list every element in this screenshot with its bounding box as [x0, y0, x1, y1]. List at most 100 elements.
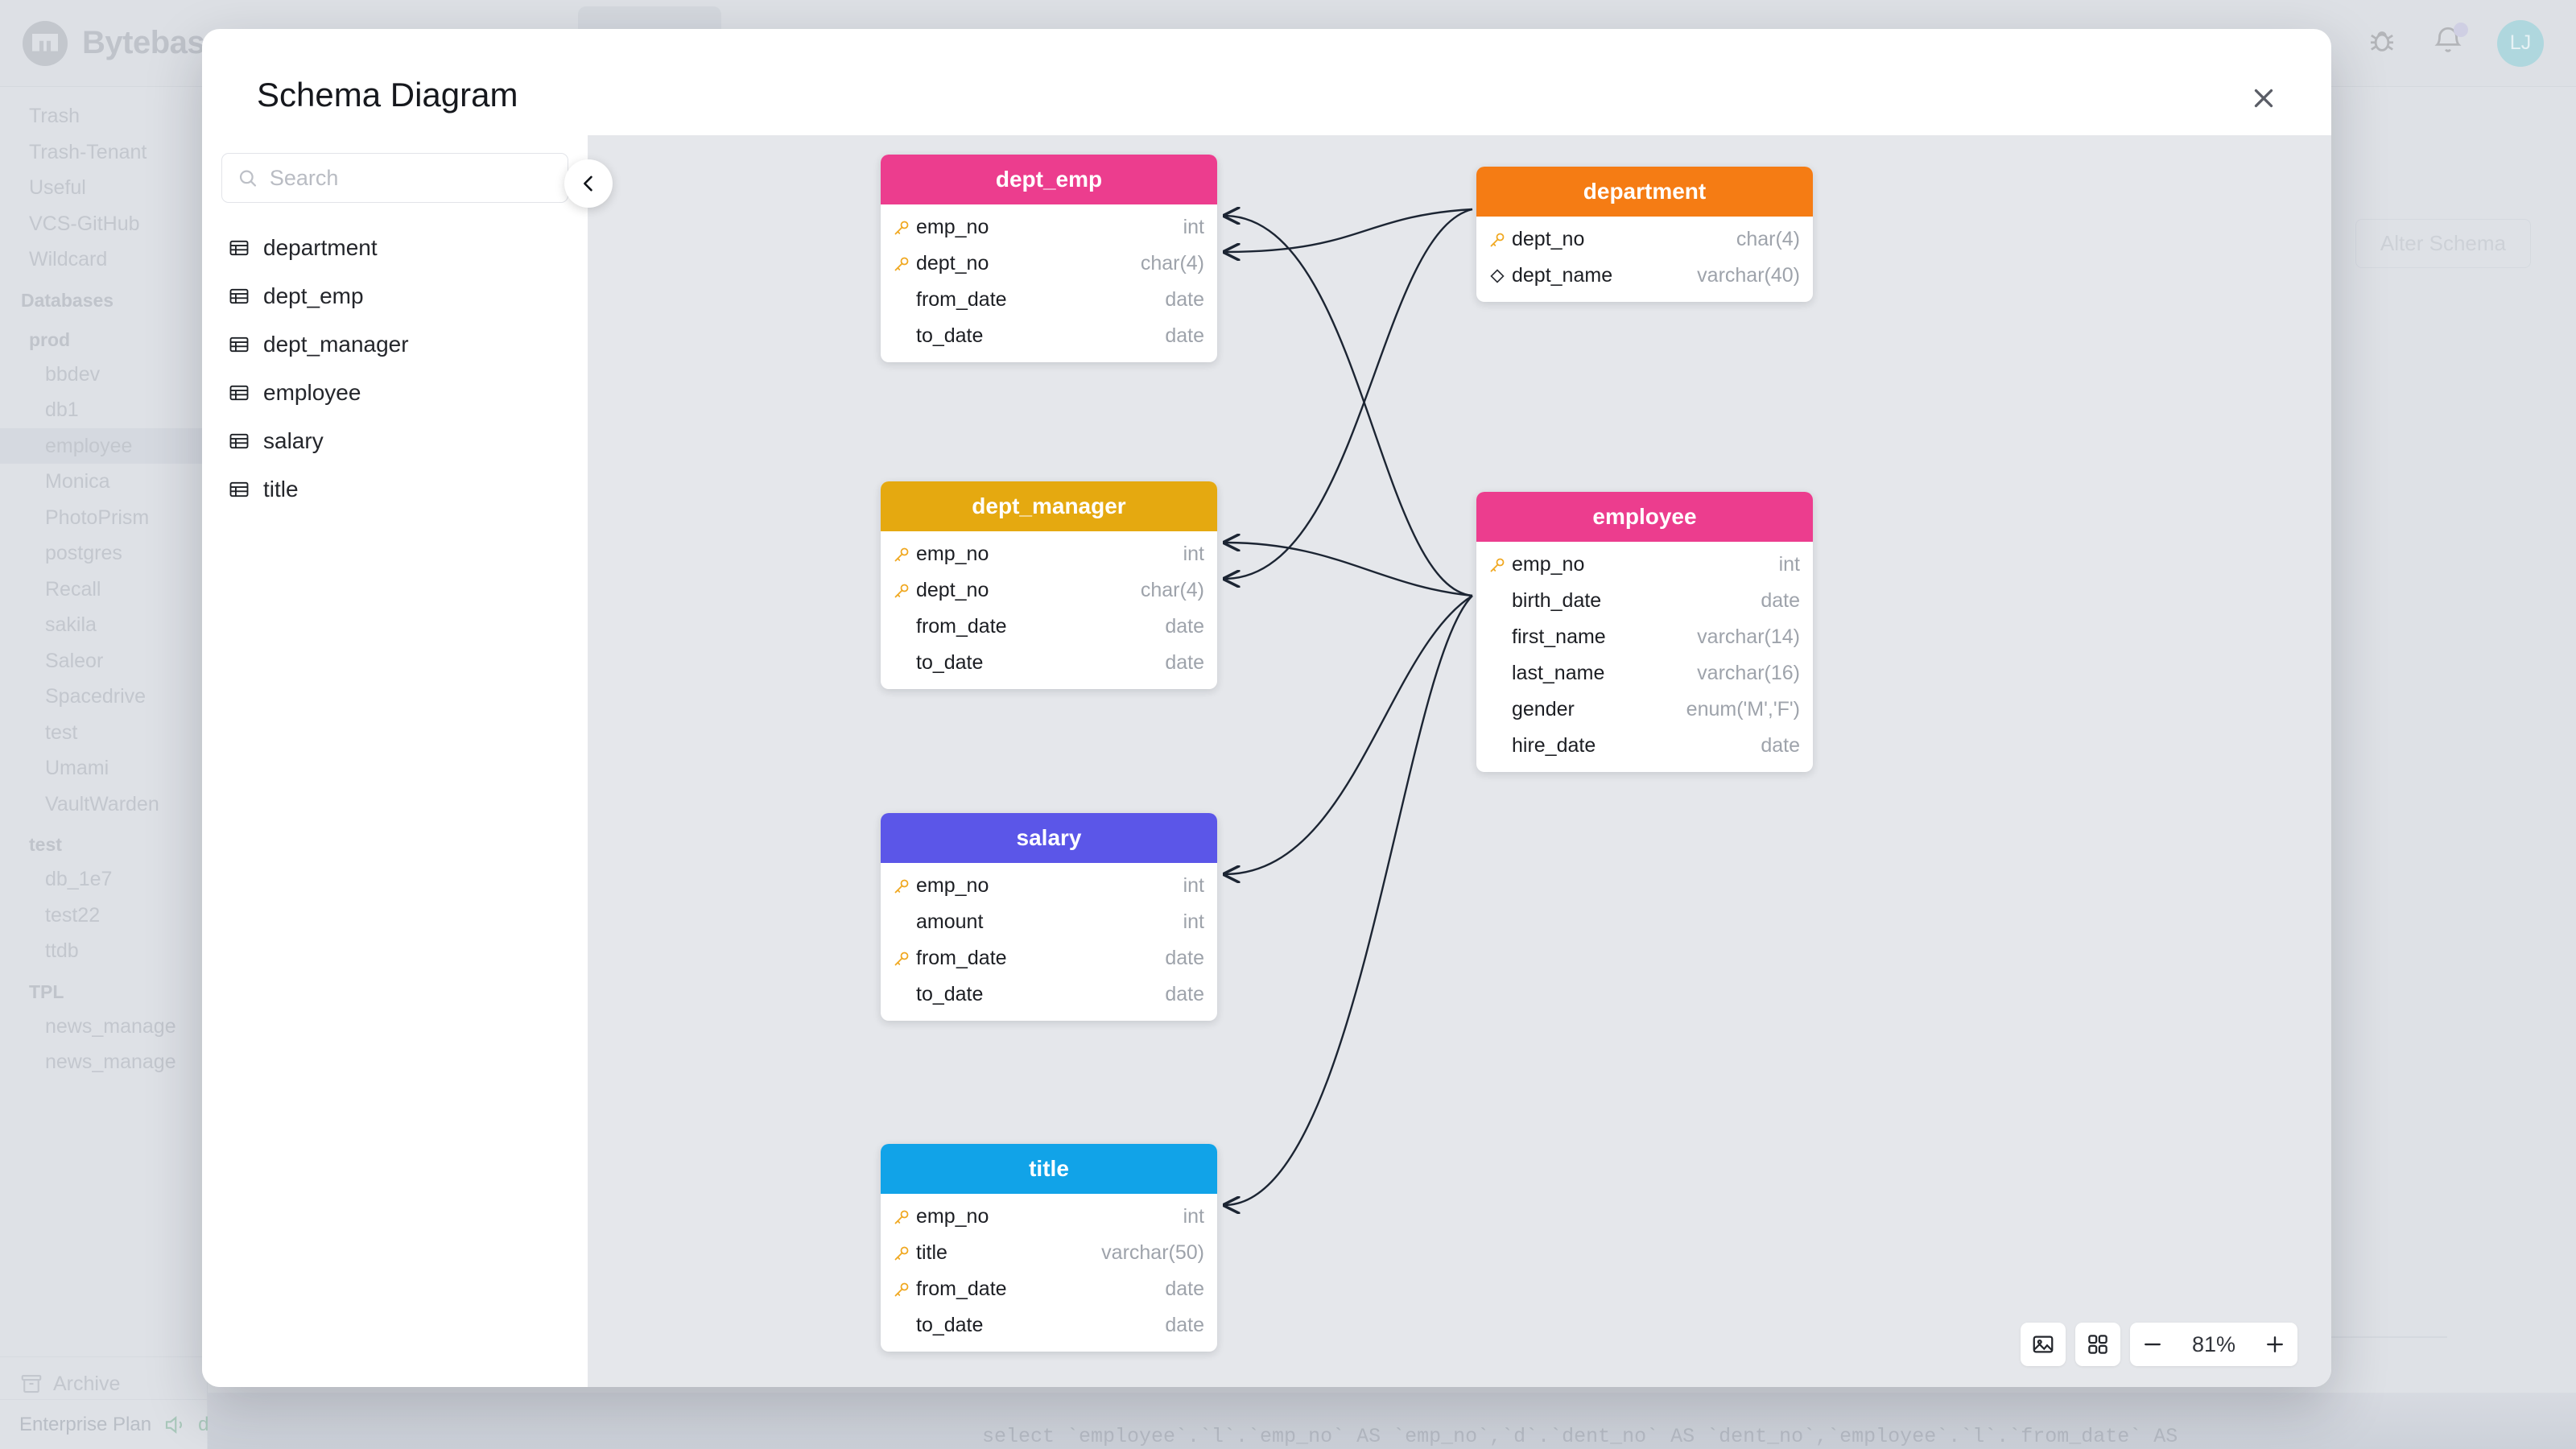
column-type: date [1761, 589, 1800, 612]
bug-icon[interactable] [2365, 24, 2399, 62]
collapse-panel-button[interactable] [564, 159, 613, 208]
sidebar-item-photoprism[interactable]: PhotoPrism [45, 506, 150, 529]
zoom-in-button[interactable] [2252, 1323, 2297, 1366]
column-type: date [1165, 1278, 1204, 1300]
column-type: char(4) [1140, 252, 1204, 275]
column-type: char(4) [1736, 228, 1800, 250]
sidebar-item-archive[interactable]: Archive [0, 1356, 208, 1396]
sidebar-item-monica[interactable]: Monica [45, 470, 110, 493]
search-input[interactable] [269, 165, 553, 191]
table-list-item-salary[interactable]: salary [221, 417, 568, 465]
key-icon [1488, 555, 1512, 575]
sidebar-item-postgres[interactable]: postgres [45, 542, 122, 565]
plan-label: Enterprise Plan [19, 1413, 152, 1435]
sidebar-item-ttdb[interactable]: ttdb [45, 939, 79, 963]
sidebar-item-vaultwarden[interactable]: VaultWarden [45, 792, 159, 815]
sidebar-item-test[interactable]: test [45, 720, 78, 744]
column-type: date [1165, 324, 1204, 347]
table-list-item-dept_manager[interactable]: dept_manager [221, 320, 568, 369]
table-list-item-label: employee [263, 380, 361, 405]
sidebar-item-db-1e7[interactable]: db_1e7 [45, 868, 113, 891]
alter-schema-button[interactable]: Alter Schema [2355, 219, 2531, 268]
close-icon[interactable] [2238, 72, 2289, 124]
bytebase-logo-icon [23, 20, 68, 66]
export-image-button[interactable] [2021, 1323, 2066, 1366]
table-list-item-dept_emp[interactable]: dept_emp [221, 272, 568, 320]
sidebar-item-sakila[interactable]: sakila [45, 613, 97, 637]
auto-layout-button[interactable] [2075, 1323, 2120, 1366]
table-list-item-employee[interactable]: employee [221, 369, 568, 417]
sidebar-item-spacedrive[interactable]: Spacedrive [45, 685, 147, 708]
sidebar-item-employee[interactable]: employee [0, 427, 207, 464]
table-list-item-title[interactable]: title [221, 465, 568, 514]
relationship-edge [1224, 543, 1473, 597]
sidebar-item-bbdev[interactable]: bbdev [45, 362, 101, 386]
column-name: from_date [916, 288, 1007, 311]
column-row[interactable]: to_date date [881, 318, 1217, 354]
relationship-edge [1224, 208, 1473, 579]
table-icon [229, 481, 249, 497]
sidebar-item-useful[interactable]: Useful [29, 176, 86, 199]
sql-preview-band [208, 1393, 2576, 1449]
sidebar-item-trash-tenant[interactable]: Trash-Tenant [29, 140, 147, 163]
sidebar-item-recall[interactable]: Recall [45, 577, 101, 601]
sidebar-item-vcs-github[interactable]: VCS-GitHub [29, 212, 140, 235]
sidebar-item-databases: Databases [21, 289, 114, 311]
sidebar-item-saleor[interactable]: Saleor [45, 649, 104, 672]
zoom-out-button[interactable] [2130, 1323, 2175, 1366]
sidebar-item-test22[interactable]: test22 [45, 903, 101, 927]
page-title: Schema Diagram [257, 76, 518, 114]
app-logo[interactable]: Bytebase [23, 20, 222, 66]
sidebar-item-news-manage[interactable]: news_manage [45, 1051, 176, 1074]
sidebar-item-umami[interactable]: Umami [45, 757, 109, 780]
canvas-toolbar: 81% [2021, 1323, 2297, 1366]
zoom-control-group: 81% [2130, 1323, 2297, 1366]
column-name: to_date [916, 324, 984, 347]
avatar[interactable]: LJ [2497, 19, 2544, 67]
key-icon [1490, 233, 1505, 246]
sidebar-item-news-manage[interactable]: news_manage [45, 1014, 176, 1038]
key-icon [894, 1246, 909, 1260]
search-box[interactable] [221, 153, 568, 203]
table-list-item-department[interactable]: department [221, 224, 568, 272]
sidebar-item-trash[interactable]: Trash [29, 105, 80, 127]
diamond-icon [1490, 268, 1505, 283]
sidebar-item-db1[interactable]: db1 [45, 398, 79, 422]
sidebar-item-wildcard[interactable]: Wildcard [29, 248, 108, 270]
bell-icon[interactable] [2431, 23, 2468, 62]
